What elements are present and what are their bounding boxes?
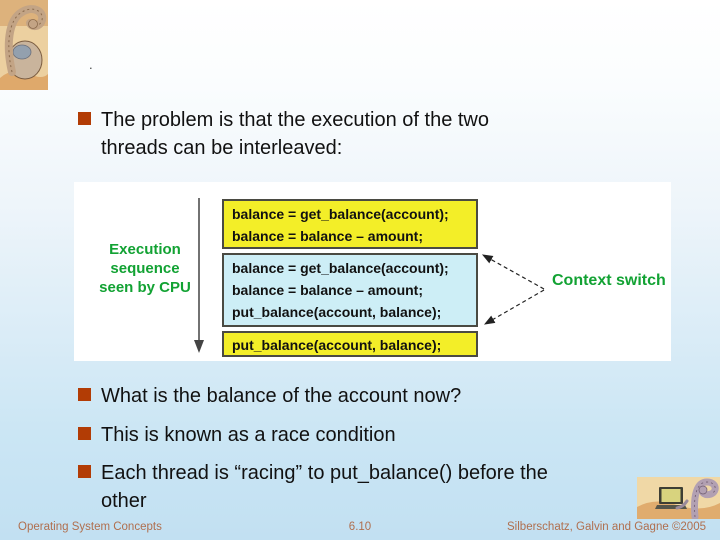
- execution-sequence-label: Execution sequence seen by CPU: [99, 241, 191, 296]
- bullet-text: What is the balance of the account now?: [101, 385, 462, 407]
- execution-interleaving-diagram: Execution sequence seen by CPU balance =…: [74, 182, 671, 361]
- bullet-item-race-condition: This is known as a race condition: [78, 421, 658, 449]
- dinosaur-reading-image: [0, 0, 48, 90]
- slide-footer: Operating System Concepts 6.10 Silbersch…: [0, 518, 720, 540]
- bullet-text: Each thread is “racing” to put_balance()…: [101, 462, 548, 512]
- dinosaur-laptop-image: [637, 477, 720, 519]
- bullet-square-icon: [78, 112, 91, 125]
- footer-authors: Silberschatz, Galvin and Gagne ©2005: [507, 521, 706, 533]
- stray-period-mark: .: [89, 57, 93, 72]
- context-switch-label: Context switch: [552, 272, 666, 289]
- bullet-item-racing: Each thread is “racing” to put_balance()…: [78, 459, 658, 515]
- bullet-square-icon: [78, 427, 91, 440]
- thread1-bottom-code-box: put_balance(account, balance);: [222, 331, 478, 357]
- bullet-item-balance-question: What is the balance of the account now?: [78, 382, 658, 410]
- thread2-code-box: balance = get_balance(account); balance …: [222, 253, 478, 327]
- bullet-item-problem: The problem is that the execution of the…: [78, 106, 658, 162]
- footer-page-number: 6.10: [348, 521, 372, 533]
- bullet-square-icon: [78, 388, 91, 401]
- footer-book-title: Operating System Concepts: [18, 521, 162, 533]
- thread1-top-code-box: balance = get_balance(account); balance …: [222, 199, 478, 249]
- bullet-text: The problem is that the execution of the…: [101, 109, 489, 159]
- bullet-text: This is known as a race condition: [101, 424, 396, 446]
- bullet-square-icon: [78, 465, 91, 478]
